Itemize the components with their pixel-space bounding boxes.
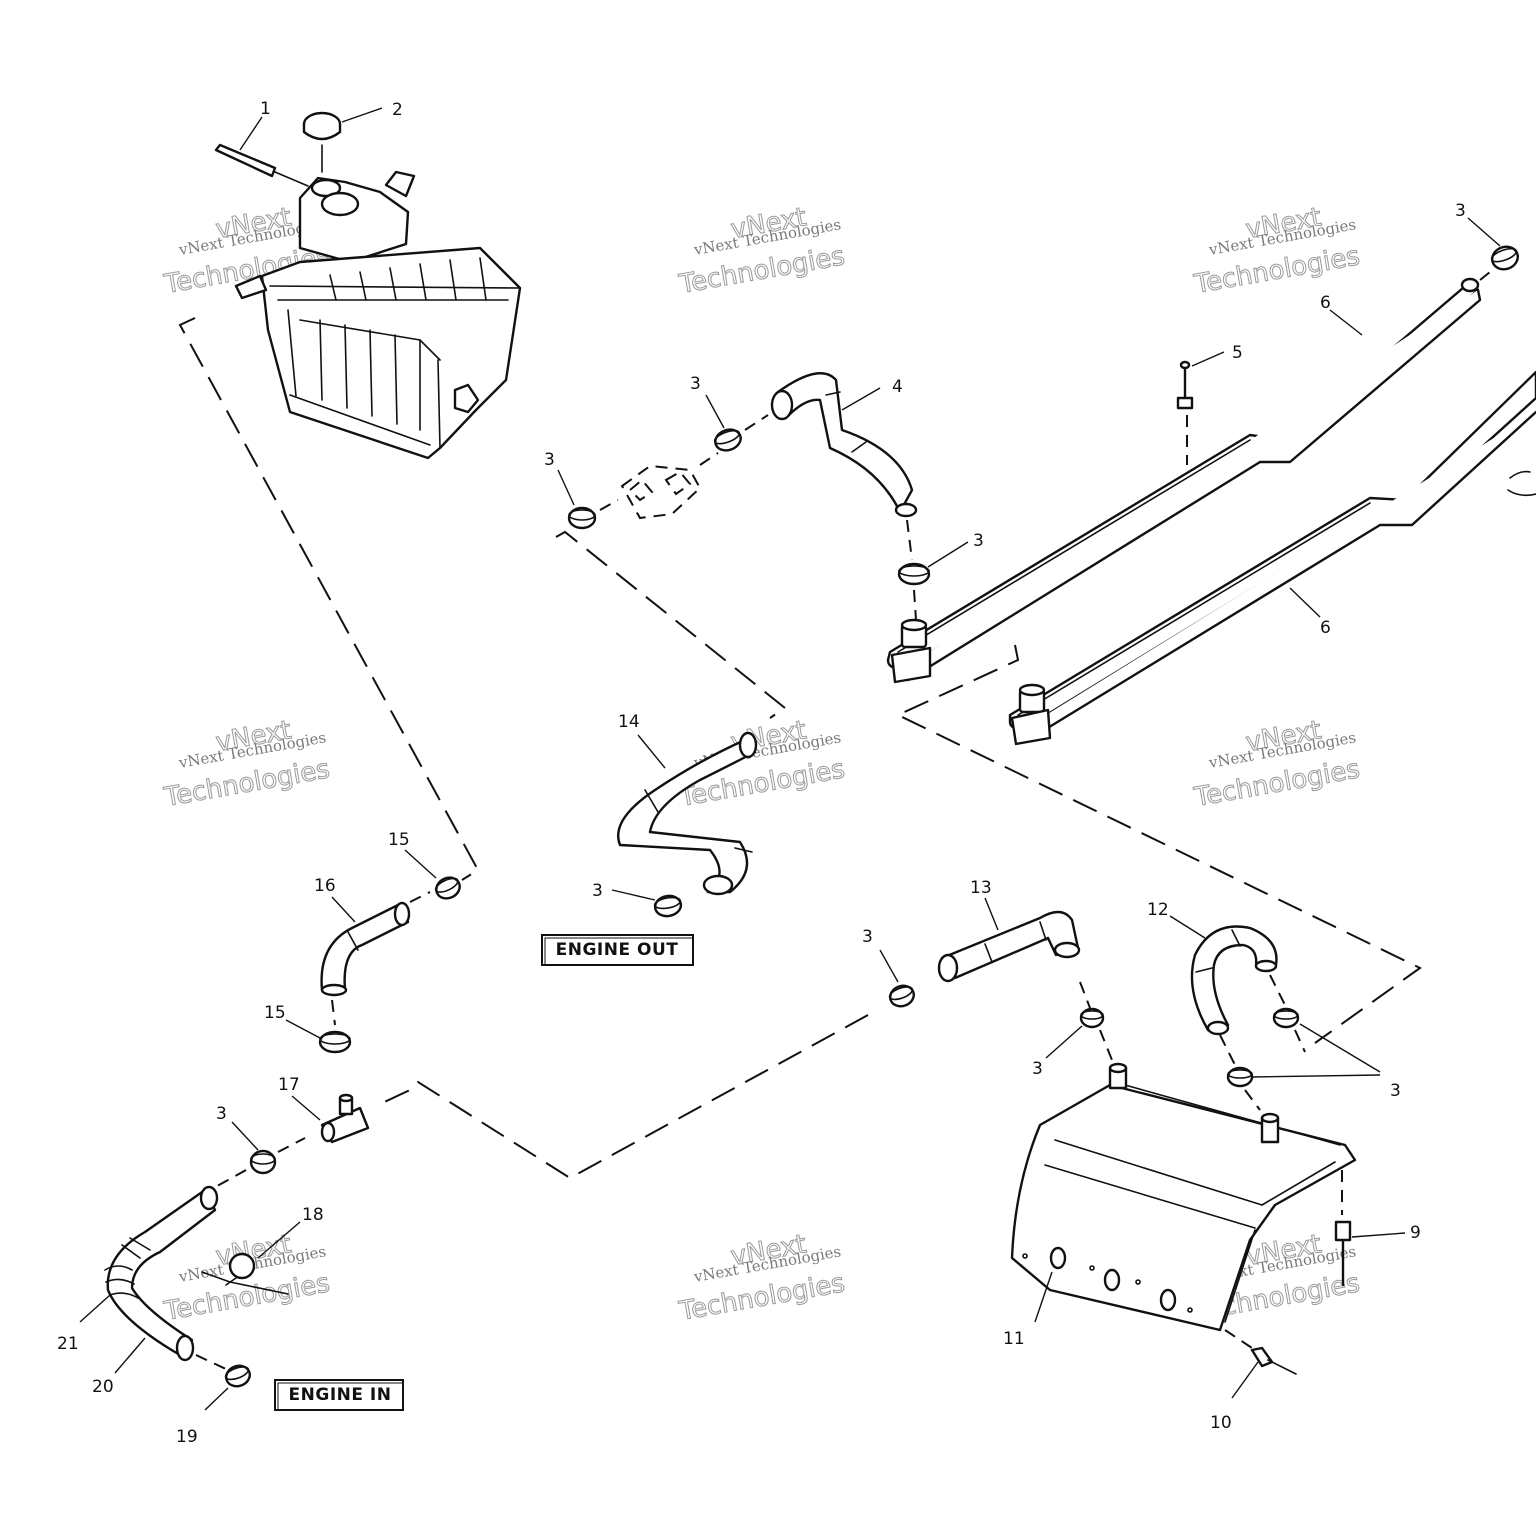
part-18-clip bbox=[201, 1252, 289, 1295]
callout-3: 3 bbox=[973, 531, 984, 551]
callout-5: 5 bbox=[1232, 343, 1243, 363]
part-15-clamps bbox=[318, 876, 461, 1054]
part-17-fitting bbox=[320, 1093, 370, 1144]
clamp-icon bbox=[434, 876, 461, 900]
callout-3: 3 bbox=[690, 374, 701, 394]
callout-19: 19 bbox=[176, 1427, 198, 1447]
part-11-shield bbox=[1010, 1062, 1357, 1332]
callout-6: 6 bbox=[1320, 293, 1331, 313]
watermark-mid-mid: vNext vNext Technologies Technologies bbox=[676, 715, 848, 814]
flow-line-valve bbox=[599, 499, 619, 511]
clamp-icon bbox=[1490, 245, 1519, 271]
flow-line-hose-12c bbox=[1244, 1089, 1261, 1111]
part-4-hose bbox=[770, 372, 918, 518]
part-10-drain bbox=[1250, 1346, 1297, 1375]
part-9-screw bbox=[1334, 1220, 1352, 1287]
flow-lines bbox=[178, 267, 1496, 1371]
flow-line-hose-13 bbox=[1079, 981, 1091, 1009]
flow-line-hose-4 bbox=[906, 519, 913, 561]
callout-3: 3 bbox=[216, 1104, 227, 1124]
callout-15: 15 bbox=[264, 1003, 286, 1023]
callout-3: 3 bbox=[592, 881, 603, 901]
part-6-heat-exchanger-upper bbox=[886, 277, 1482, 684]
callout-3: 3 bbox=[544, 450, 555, 470]
part-3-clamps bbox=[249, 245, 1519, 1175]
callout-12: 12 bbox=[1147, 900, 1169, 920]
part-19-clamp bbox=[224, 1364, 251, 1388]
flow-line-clamp-15b bbox=[409, 891, 431, 903]
callout-14: 14 bbox=[618, 712, 640, 732]
part-reservoir-assembly bbox=[234, 170, 522, 460]
callout-18: 18 bbox=[302, 1205, 324, 1225]
engine-in-label: ENGINE IN bbox=[289, 1385, 392, 1405]
part-16-hose bbox=[320, 901, 411, 997]
clamp-icon bbox=[888, 984, 915, 1008]
thermostat-housing bbox=[620, 464, 702, 520]
flow-line-engine-out bbox=[555, 530, 787, 719]
clamp-icon bbox=[1079, 1007, 1105, 1029]
flow-line-heat-exchanger bbox=[895, 644, 1422, 1044]
part-13-hose bbox=[937, 910, 1081, 983]
clamp-icon bbox=[1272, 1007, 1300, 1029]
part-2-cap bbox=[302, 111, 342, 173]
flow-line-pipe-6 bbox=[913, 589, 917, 621]
watermark-mid-left: vNext vNext Technologies Technologies bbox=[161, 715, 333, 814]
part-5-bolt bbox=[1176, 360, 1194, 410]
clamp-icon bbox=[713, 428, 742, 452]
watermark-bottom-mid: vNext vNext Technologies Technologies bbox=[676, 1229, 848, 1328]
callout-4: 4 bbox=[892, 377, 903, 397]
callout-10: 10 bbox=[1210, 1413, 1232, 1433]
engine-out-box: ENGINE OUT bbox=[541, 934, 694, 966]
watermark-mid-right: vNext vNext Technologies Technologies bbox=[1191, 715, 1363, 814]
flow-line-hose-13b bbox=[1099, 1029, 1113, 1061]
leader-lines bbox=[79, 107, 1501, 1411]
clamp-icon bbox=[249, 1149, 277, 1175]
flow-line-reservoir bbox=[178, 317, 480, 881]
flow-line-clamp-3-top bbox=[1479, 267, 1496, 281]
part-20-hose bbox=[104, 1185, 219, 1362]
callout-2: 2 bbox=[392, 100, 403, 120]
callout-3: 3 bbox=[1455, 201, 1466, 221]
callout-13: 13 bbox=[970, 878, 992, 898]
part-6-heat-exchanger-lower bbox=[1008, 370, 1536, 746]
callout-11: 11 bbox=[1003, 1329, 1025, 1349]
part-14-hose bbox=[617, 731, 758, 896]
callout-1: 1 bbox=[260, 99, 271, 119]
flow-line-clamp-15 bbox=[331, 999, 336, 1026]
flow-line-valve-b bbox=[699, 452, 719, 466]
clamp-icon bbox=[318, 1030, 352, 1054]
engine-out-label: ENGINE OUT bbox=[556, 940, 679, 960]
part-12-hose bbox=[1190, 925, 1278, 1036]
clamp-icon bbox=[1226, 1066, 1254, 1088]
callout-3: 3 bbox=[1032, 1059, 1043, 1079]
callout-21: 21 bbox=[57, 1334, 79, 1354]
callout-20: 20 bbox=[92, 1377, 114, 1397]
watermark-top-mid: vNext vNext Technologies Technologies bbox=[676, 202, 848, 301]
flow-line-drain-10 bbox=[1224, 1329, 1253, 1349]
flow-line-hose-20b bbox=[195, 1354, 229, 1371]
flow-line-hose-12 bbox=[1269, 974, 1286, 1006]
callout-labels: 1 2 3 3 3 3 3 3 3 3 3 4 5 6 6 9 10 11 12… bbox=[57, 99, 1466, 1447]
clamp-icon bbox=[653, 894, 683, 918]
watermark-top-right: vNext vNext Technologies Technologies bbox=[1191, 202, 1363, 301]
flow-line-fitting-17 bbox=[277, 1137, 306, 1153]
flow-line-engine-in bbox=[377, 1014, 869, 1180]
callout-16: 16 bbox=[314, 876, 336, 896]
flow-line-hose-4b bbox=[744, 414, 769, 431]
part-1-dipstick bbox=[214, 143, 309, 187]
flow-line-hose-12d bbox=[1294, 1029, 1306, 1053]
clamp-icon bbox=[897, 562, 931, 586]
flow-line-hose-20 bbox=[209, 1169, 247, 1191]
callout-9: 9 bbox=[1410, 1223, 1421, 1243]
clamp-icon bbox=[567, 506, 597, 530]
engine-in-box: ENGINE IN bbox=[274, 1379, 404, 1411]
callout-15: 15 bbox=[388, 830, 410, 850]
callout-6: 6 bbox=[1320, 618, 1331, 638]
callout-17: 17 bbox=[278, 1075, 300, 1095]
callout-3: 3 bbox=[862, 927, 873, 947]
flow-line-hose-12b bbox=[1219, 1034, 1236, 1066]
callout-3: 3 bbox=[1390, 1081, 1401, 1101]
